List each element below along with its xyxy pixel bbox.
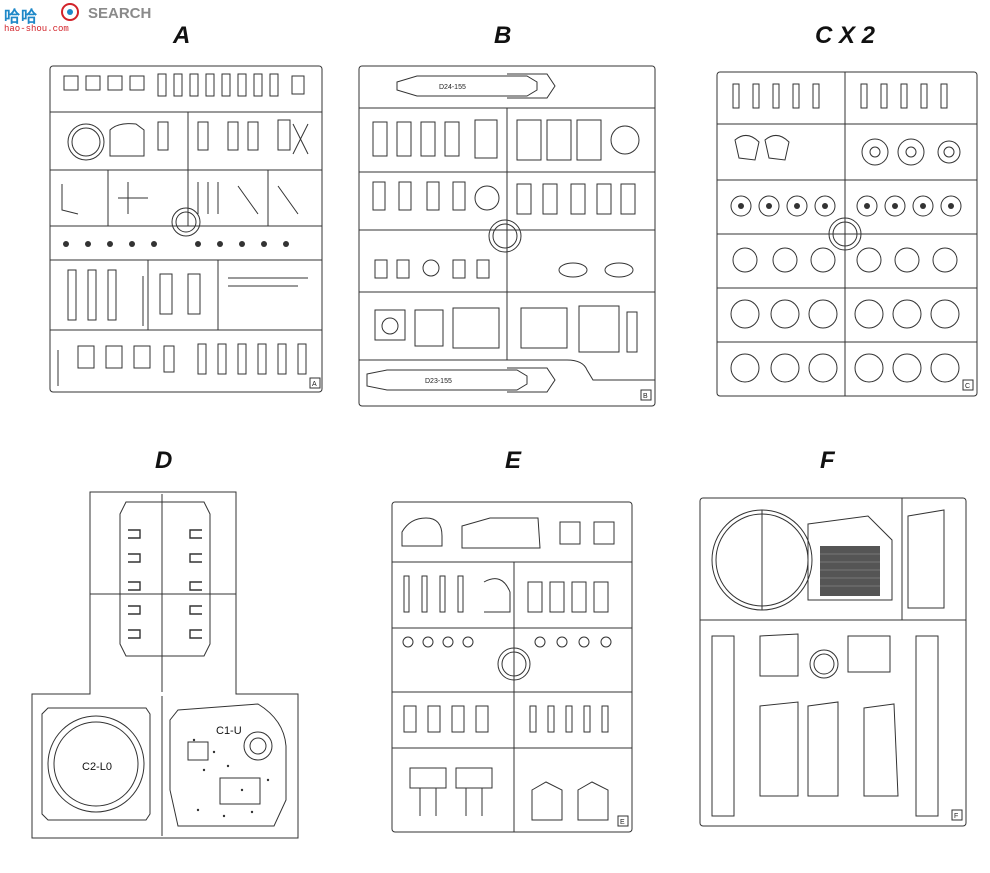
sprue-a-parts-row-2: [157, 119, 309, 155]
sprue-e-diagram: E: [391, 501, 633, 833]
part-label-c1-u: C1-U: [216, 725, 242, 737]
sprue-f-diagram: F: [699, 497, 967, 827]
sprue-d-hull-hooks: [128, 529, 202, 639]
sprue-c-corner-mark: C: [965, 383, 970, 390]
sprue-a-parts-row-5: [67, 269, 307, 375]
part-label-d23-155: D23-155: [425, 378, 452, 385]
sprue-e-small-parts: [402, 575, 612, 733]
sprue-b-corner-mark: B: [643, 393, 648, 400]
sprue-a-parts-small: [63, 241, 289, 247]
sprue-label-c: C X 2: [815, 22, 876, 49]
part-label-c2-l0: C2-L0: [82, 761, 112, 773]
sprue-c-wheel-hubs: [738, 203, 954, 209]
sprue-label-e: E: [505, 447, 522, 474]
sprue-f-clear-panel: [820, 546, 880, 596]
watermark-brand-cn: 哈哈: [4, 7, 39, 26]
sprue-c-wheels: [730, 195, 962, 383]
sprue-a-corner-mark: A: [312, 381, 317, 388]
sprue-a-parts-row-3: [61, 182, 299, 215]
sprue-label-a: A: [173, 22, 191, 49]
watermark-url: hao-shou.com: [4, 24, 69, 34]
watermark-brand-en: SEARCH: [88, 5, 152, 22]
sprue-a-parts-row-1: [63, 73, 305, 97]
sprue-a-diagram: A: [49, 65, 323, 393]
sprue-label-f: F: [820, 447, 835, 474]
sprue-b-diagram: D24-155 D23-155 B: [358, 65, 656, 407]
part-label-d24-155: D24-155: [439, 84, 466, 91]
sprue-f-corner-mark: F: [954, 813, 958, 820]
sprue-c-diagram: C: [716, 71, 978, 397]
logo-emblem-icon: [61, 3, 79, 21]
sprue-label-d: D: [155, 447, 173, 474]
sprue-c-small-parts: [732, 83, 948, 109]
watermark-logo: 哈哈 SEARCH hao-shou.com: [4, 3, 164, 37]
sprue-e-corner-mark: E: [620, 819, 625, 826]
sprue-label-b: B: [494, 22, 512, 49]
sprue-d-diagram: C2-L0 C1-U: [31, 491, 299, 839]
